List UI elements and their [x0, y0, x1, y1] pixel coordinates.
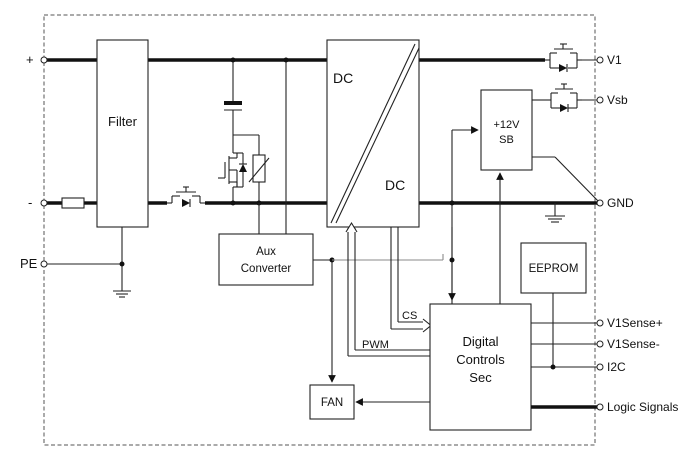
digital-controls-label-3: Sec — [469, 370, 492, 385]
input-minus-terminal[interactable] — [40, 199, 48, 207]
output-vsb-label: Vsb — [607, 93, 628, 107]
dcdc-input-label: DC — [333, 70, 353, 86]
aux-to-fan-wiring — [313, 257, 336, 383]
dcdc-output-label: DC — [385, 177, 405, 193]
cs-label: CS — [402, 310, 417, 322]
input-plus-label: + — [26, 52, 34, 67]
bypass-mosfet-icon — [218, 134, 259, 206]
pwm-label: PWM — [362, 339, 389, 351]
output-i2c-terminal[interactable] — [596, 363, 604, 371]
output-vsb-terminal[interactable] — [596, 96, 604, 104]
output-v1-label: V1 — [607, 53, 622, 67]
fuse-symbol — [61, 197, 85, 209]
filter-block — [96, 39, 149, 228]
digital-controls-block — [429, 303, 532, 431]
digital-controls-label-1: Digital — [462, 334, 498, 349]
eeprom-label: EEPROM — [529, 263, 579, 275]
v1-oring-mosfet-icon — [545, 43, 582, 72]
output-v1-terminal[interactable] — [596, 56, 604, 64]
input-pe-terminal[interactable] — [40, 260, 48, 268]
bulk-capacitor-icon — [224, 57, 242, 135]
enclosure-boundary — [43, 14, 596, 446]
aux-to-controls-wiring — [332, 254, 444, 261]
aux-converter-feed — [258, 57, 289, 234]
pe-ground-wiring — [47, 227, 125, 291]
ground-icon — [113, 290, 131, 298]
output-v1sense-minus-label: V1Sense- — [607, 337, 660, 351]
aux-converter-label-2: Converter — [241, 263, 292, 275]
eeprom-block — [520, 242, 587, 294]
digital-controls-label-2: Controls — [456, 352, 505, 367]
output-v1sense-minus-terminal[interactable] — [596, 340, 604, 348]
output-ground-icon — [545, 203, 565, 223]
output-gnd-label: GND — [607, 196, 634, 210]
aux-converter-block — [218, 233, 314, 286]
filter-label: Filter — [108, 114, 138, 129]
input-minus-label: - — [28, 195, 32, 210]
standby-label-2: SB — [499, 134, 514, 146]
output-i2c-label: I2C — [607, 360, 626, 374]
output-gnd-terminal[interactable] — [596, 199, 604, 207]
aux-converter-label-1: Aux — [256, 246, 276, 258]
standby-supply-block — [480, 89, 533, 171]
varistor-icon — [248, 135, 270, 206]
fan-label: FAN — [321, 397, 343, 409]
standby-label-1: +12V — [494, 119, 521, 131]
input-pe-label: PE — [20, 256, 38, 271]
cs-signal-path — [390, 227, 432, 333]
vsb-oring-mosfet-icon — [546, 83, 582, 112]
pwm-signal-path — [345, 221, 430, 357]
inrush-mosfet-icon — [167, 186, 205, 207]
sense-and-bus-wiring — [531, 293, 600, 370]
output-logic-signals-label: Logic Signals — [607, 400, 678, 414]
dcdc-divider — [330, 43, 416, 224]
fan-block — [309, 384, 355, 420]
input-plus-terminal[interactable] — [40, 56, 48, 64]
output-v1sense-plus-label: V1Sense+ — [607, 316, 663, 330]
output-logic-signals-terminal[interactable] — [596, 403, 604, 411]
output-v1sense-plus-terminal[interactable] — [596, 319, 604, 327]
